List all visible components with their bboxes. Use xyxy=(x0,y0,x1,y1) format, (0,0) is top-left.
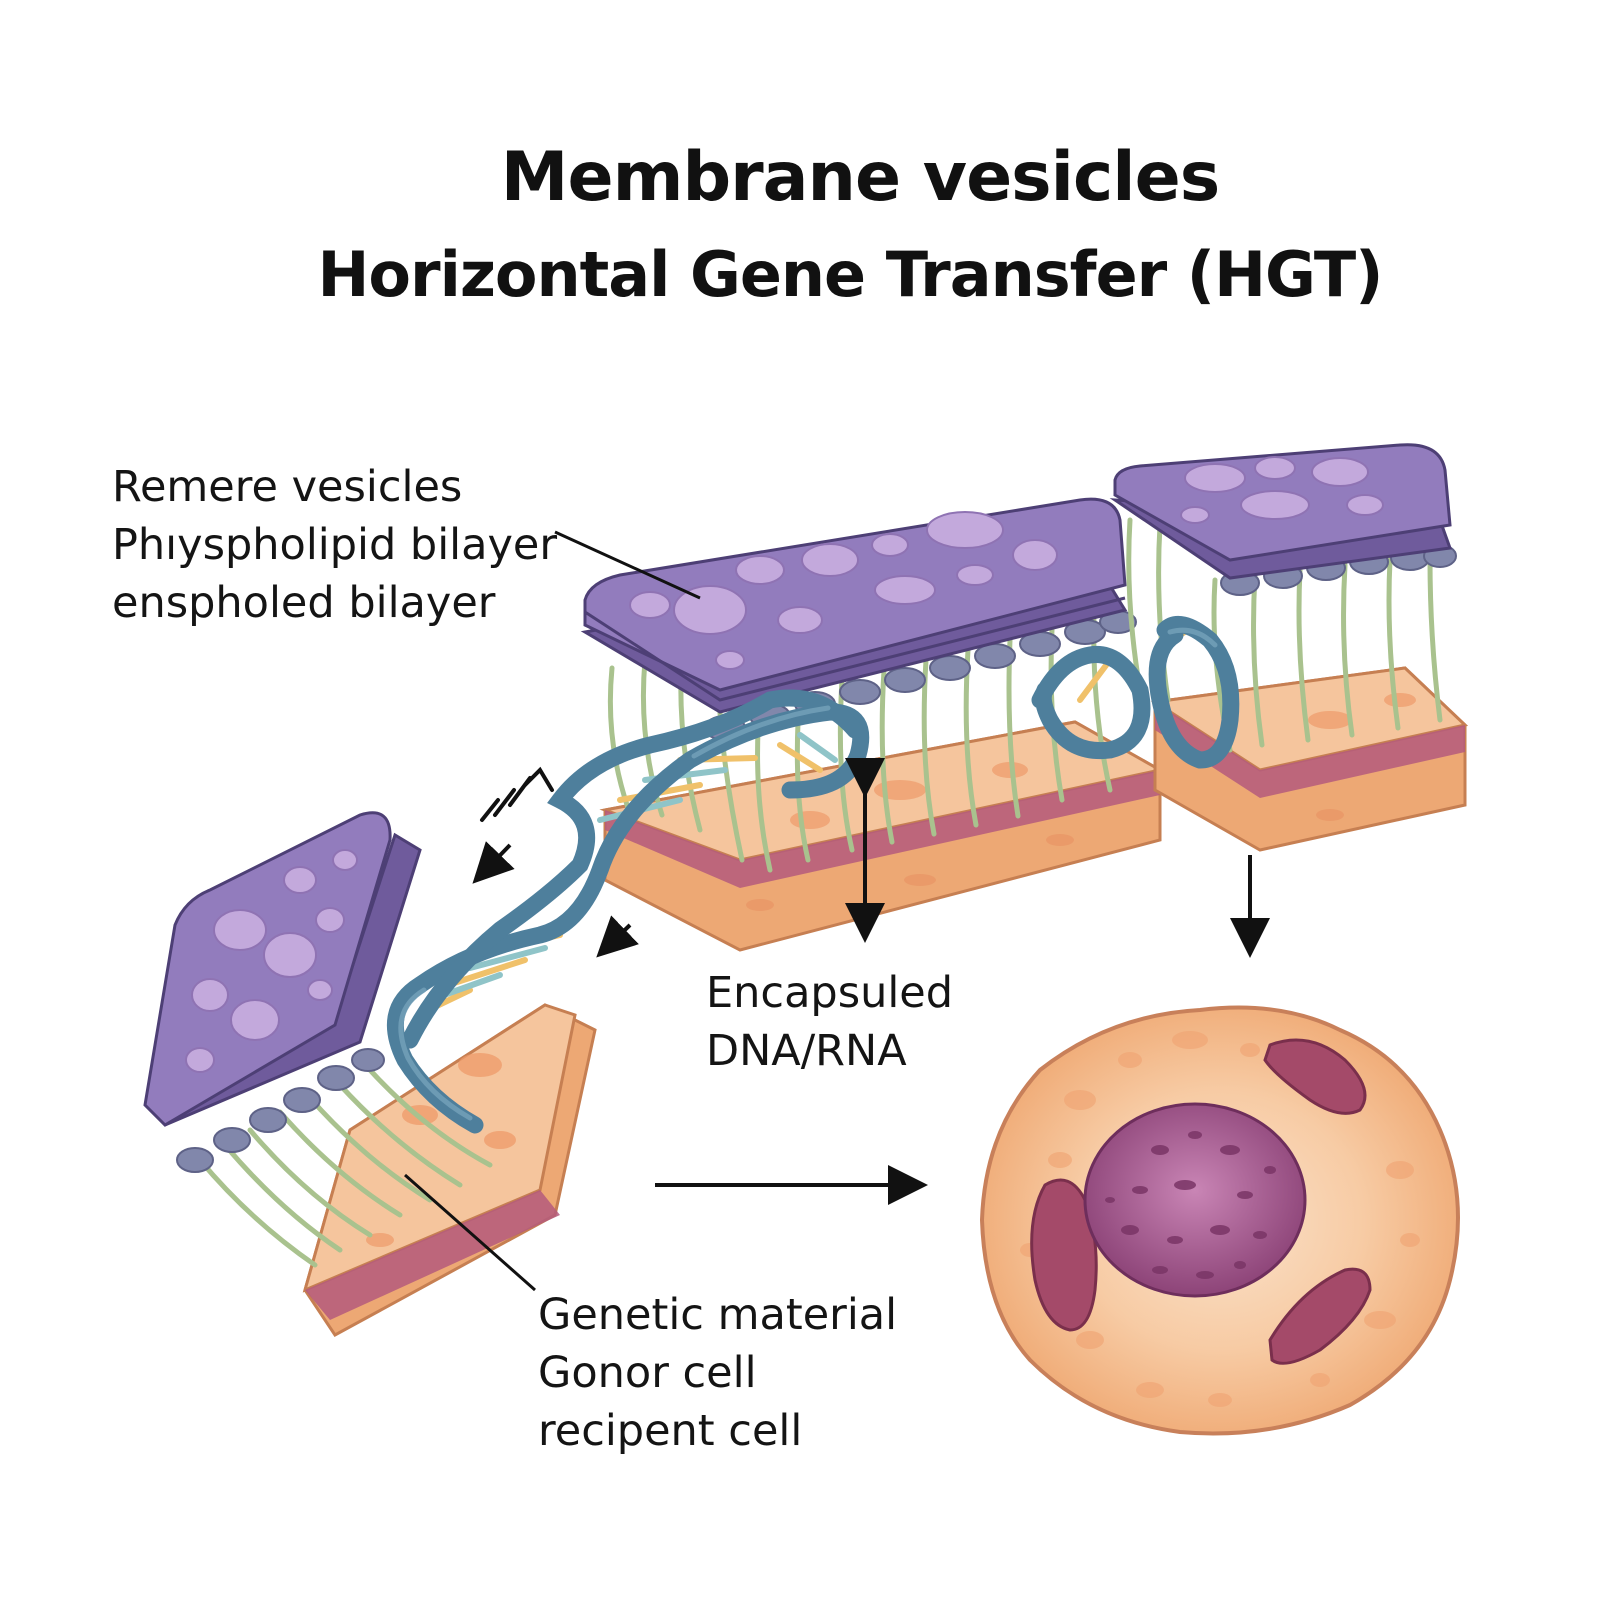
vesicle-label-line-3: enspholed bilayer xyxy=(112,578,496,628)
left-vesicle-membrane xyxy=(143,811,597,1337)
left-purple-bilayer xyxy=(143,811,422,1127)
arrow-to-dna-left xyxy=(472,841,515,884)
encapsuled-label-line-1: Encapsuled xyxy=(706,968,954,1018)
recipient-cell xyxy=(979,1005,1460,1436)
genetic-label-line-3: recipent cell xyxy=(538,1406,803,1456)
genetic-material-label: Genetic material Gonor cell recipent cel… xyxy=(538,1286,897,1460)
central-vesicle-bubbles xyxy=(629,511,1058,670)
annotation-lines xyxy=(404,530,701,1292)
mitochondrion-bottom-right xyxy=(1268,1267,1372,1365)
right-vesicle-bubbles xyxy=(1180,456,1384,524)
dna-double-helix xyxy=(386,615,1240,1134)
chromatin-specks xyxy=(1105,1131,1276,1279)
encapsuled-label: Encapsuled DNA/RNA xyxy=(706,964,953,1080)
mitochondrion-top-right xyxy=(1263,1038,1367,1115)
genetic-label-line-1: Genetic material xyxy=(538,1290,898,1340)
central-purple-bilayer xyxy=(580,497,1128,714)
vesicle-label: Remere vesicles Phıyspholipid bilayer en… xyxy=(112,458,557,632)
title-line-1: Membrane vesicles xyxy=(500,138,1220,217)
central-vesicle-membrane xyxy=(580,497,1165,952)
vesicle-label-pointer xyxy=(554,530,701,600)
cytoplasm-granules xyxy=(1020,1031,1420,1407)
motion-marks xyxy=(480,766,554,822)
arrows xyxy=(472,758,1270,1205)
left-lipid-tails xyxy=(197,1067,493,1268)
title-line-2: Horizontal Gene Transfer (HGT) xyxy=(317,238,1384,311)
genetic-label-pointer xyxy=(404,1173,536,1292)
arrow-to-dna-lower xyxy=(596,915,639,958)
encapsuled-label-line-2: DNA/RNA xyxy=(706,1026,907,1076)
left-phospholipid-heads xyxy=(176,1048,385,1173)
vesicle-label-line-2: Phıyspholipid bilayer xyxy=(112,520,558,570)
genetic-label-line-2: Gonor cell xyxy=(538,1348,757,1398)
dna-backbone-highlight xyxy=(398,627,1218,1121)
vesicle-label-line-1: Remere vesicles xyxy=(112,462,463,512)
nucleus xyxy=(1083,1102,1307,1298)
left-vesicle-bubbles xyxy=(185,849,358,1073)
